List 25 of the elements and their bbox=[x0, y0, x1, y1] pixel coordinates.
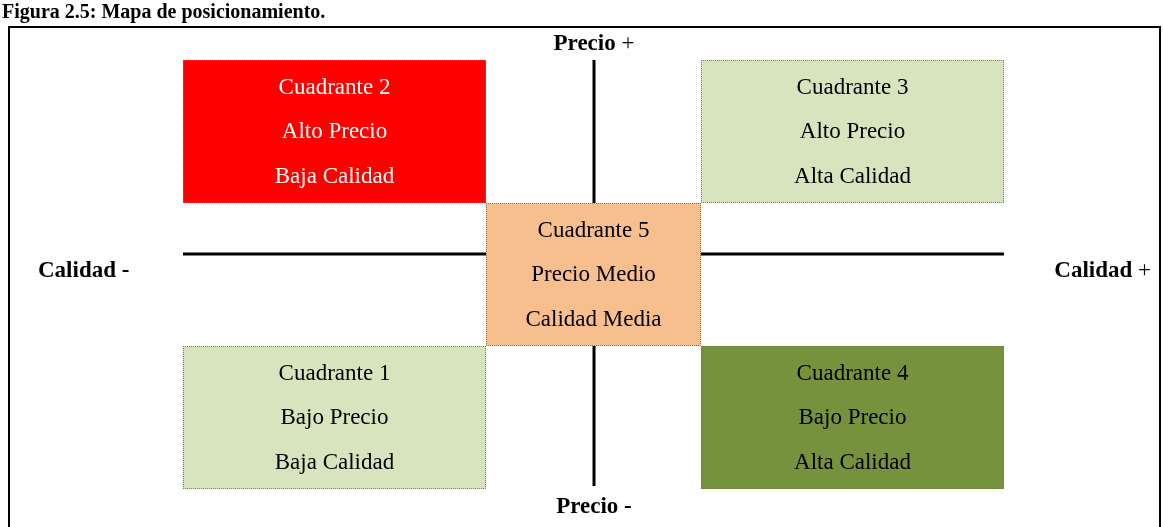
quadrant-title: Cuadrante 3 bbox=[796, 74, 909, 101]
quadrant-text: Alta Calidad bbox=[794, 162, 911, 189]
quadrant-text: Baja Calidad bbox=[274, 162, 395, 189]
quadrant-title: Cuadrante 2 bbox=[278, 74, 391, 101]
quadrant-text: Bajo Precio bbox=[798, 404, 907, 431]
quadrant-title: Cuadrante 5 bbox=[537, 217, 650, 244]
quadrant-text: Calidad Media bbox=[525, 305, 662, 332]
quadrant-text: Bajo Precio bbox=[280, 404, 389, 431]
axis-label: Precio + bbox=[553, 30, 635, 56]
quadrant-box bbox=[183, 60, 486, 203]
axis-label: Calidad - bbox=[38, 257, 130, 283]
axis-label: Calidad + bbox=[1054, 257, 1151, 283]
quadrant-text: Precio Medio bbox=[531, 261, 656, 288]
quadrant-text: Alto Precio bbox=[281, 118, 388, 145]
figure-title: Figura 2.5: Mapa de posicionamiento. bbox=[2, 0, 326, 23]
quadrant-box bbox=[183, 346, 486, 489]
quadrant-text: Alto Precio bbox=[799, 118, 906, 145]
quadrant-box bbox=[486, 203, 701, 346]
axis-label: Precio - bbox=[556, 493, 632, 519]
quadrant-text: Baja Calidad bbox=[274, 448, 395, 475]
quadrant-box bbox=[701, 60, 1004, 203]
quadrant-box bbox=[701, 346, 1004, 489]
quadrant-title: Cuadrante 4 bbox=[796, 360, 909, 387]
quadrant-title: Cuadrante 1 bbox=[278, 360, 391, 387]
quadrant-text: Alta Calidad bbox=[794, 448, 911, 475]
